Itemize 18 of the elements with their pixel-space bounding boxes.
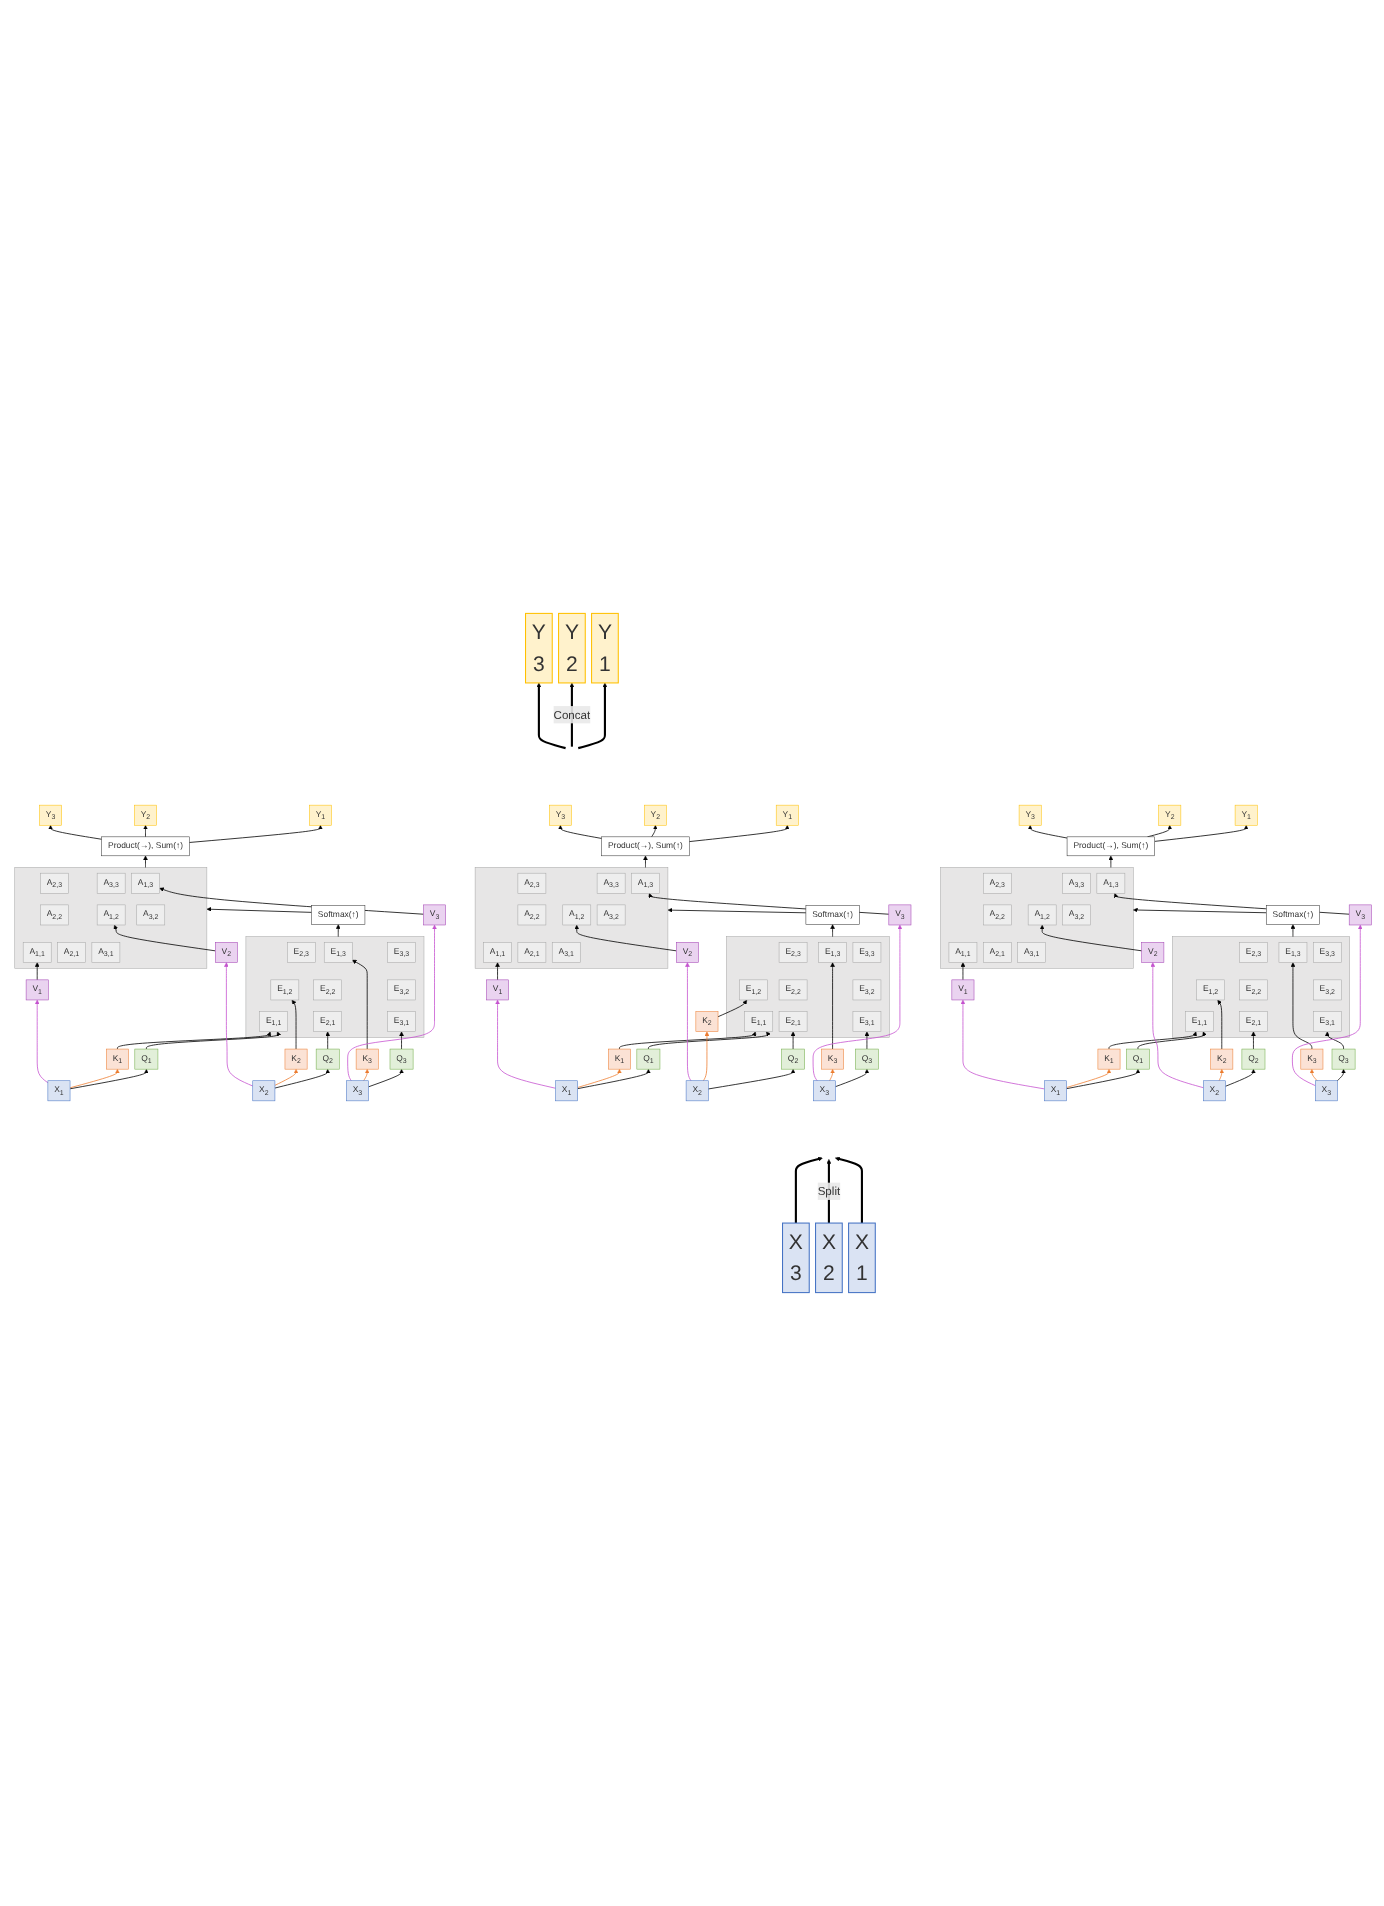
cluster [940, 867, 1134, 969]
node-box: X 3 [782, 1222, 810, 1294]
cluster [1172, 936, 1350, 1038]
node-box: Y 3 [525, 612, 553, 684]
arrow [826, 1159, 832, 1224]
arrow [835, 1156, 863, 1224]
arrow [794, 1156, 823, 1224]
arrow [569, 682, 575, 747]
node-box: Y 2 [558, 612, 586, 684]
cluster [474, 867, 669, 969]
arrow [577, 682, 608, 750]
arrow [536, 682, 566, 750]
node-box: Y 1 [591, 612, 619, 684]
node-box: X 2 [815, 1222, 843, 1294]
node-box: X 1 [848, 1222, 876, 1294]
cluster [726, 936, 890, 1038]
cluster [245, 936, 425, 1038]
cluster [14, 867, 208, 969]
